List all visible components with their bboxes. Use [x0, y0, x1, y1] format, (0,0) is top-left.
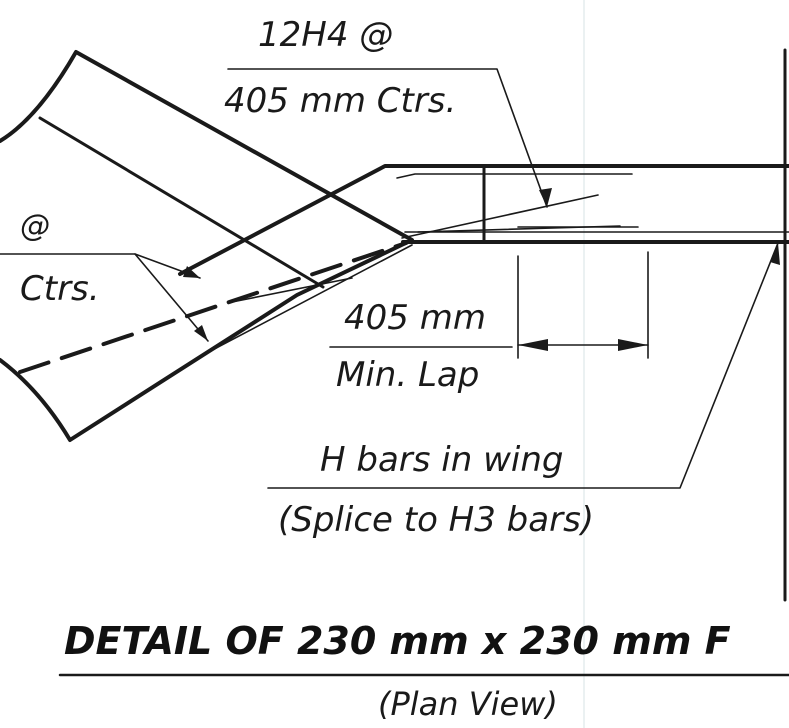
wing-bars-leader — [267, 242, 779, 489]
wing-dashed-bar — [18, 241, 408, 374]
wing-wall-inner-edge — [38, 116, 325, 289]
lap-value-label: 405 mm — [344, 298, 486, 338]
left-callout-bottom-label: Ctrs. — [20, 269, 100, 309]
main-wall-top-edge — [178, 164, 789, 276]
left-callout-arrowhead-lower — [194, 325, 208, 341]
lap-bar-diagonal — [401, 194, 599, 239]
main-wall-inner-bar — [396, 173, 633, 179]
bar-callout-leader — [227, 68, 548, 208]
wing-splice-label: (Splice to H3 bars) — [278, 500, 595, 540]
plan-view-subtitle: (Plan View) — [378, 685, 558, 723]
wing-reinforcement-bar-lower — [231, 277, 353, 303]
detail-title: DETAIL OF 230 mm x 230 mm F — [64, 619, 731, 663]
left-callout-leader-lower — [134, 253, 209, 342]
lap-dimension-arrow-left — [518, 339, 548, 351]
wing-bars-label: H bars in wing — [320, 440, 564, 480]
lap-dimension-arrow-right — [618, 339, 648, 351]
lap-caption-label: Min. Lap — [336, 355, 480, 395]
wing-bars-arrowhead — [770, 243, 780, 265]
left-callout-arrowhead — [183, 266, 200, 278]
wing-reinforcement-bar — [200, 244, 413, 357]
bar-callout-top-label: 12H4 @ — [258, 15, 394, 55]
wing-wall-outline — [0, 50, 414, 442]
bar-callout-arrowhead — [539, 188, 552, 207]
bar-callout-bottom-label: 405 mm Ctrs. — [224, 81, 457, 121]
left-callout-top-label: @ — [20, 209, 50, 244]
